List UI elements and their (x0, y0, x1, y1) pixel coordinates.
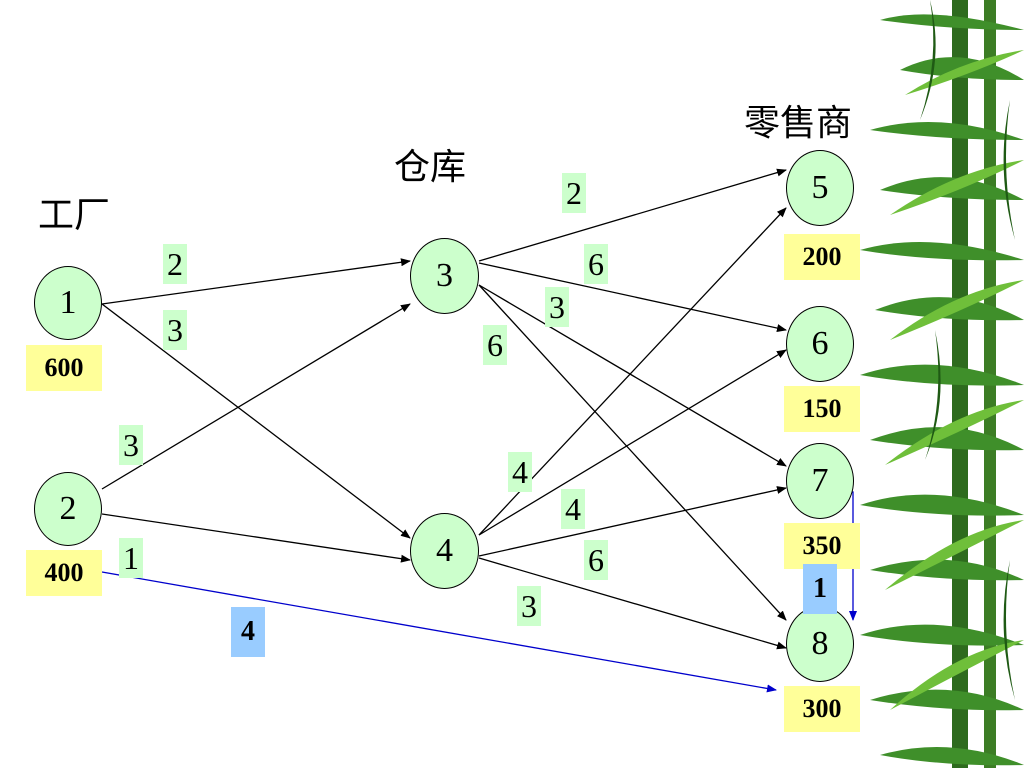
retailer-label: 零售商 (744, 103, 853, 144)
edge-3-6 (478, 262, 787, 332)
cost-2-4: 1 (119, 538, 143, 578)
edges (101, 168, 787, 650)
cost-3-7: 3 (545, 287, 569, 327)
amount-node-6: 150 (784, 386, 860, 432)
amount-node-8: 300 (784, 686, 860, 732)
edge-3-5 (478, 168, 787, 262)
node-1: 1 (34, 266, 102, 340)
cost-2-3: 3 (119, 425, 143, 465)
node-3: 3 (410, 238, 479, 314)
cost-4-5: 4 (508, 452, 532, 492)
node-4: 4 (410, 513, 479, 589)
cost-4-7: 6 (584, 540, 608, 580)
cost-1-3: 2 (163, 244, 187, 284)
edge-2-3 (101, 303, 411, 490)
cost-2-8: 4 (231, 607, 265, 657)
warehouse-label: 仓库 (394, 147, 467, 188)
factory-label: 工厂 (38, 195, 111, 236)
amount-node-1: 600 (26, 345, 102, 391)
edge-4-6 (478, 349, 787, 536)
edge-3-7 (478, 284, 787, 467)
cost-4-6: 4 (561, 489, 585, 529)
special-edges (101, 491, 857, 693)
node-2: 2 (34, 472, 102, 546)
node-8: 8 (786, 606, 854, 682)
edge-1-3 (101, 258, 411, 305)
edge-4-7 (478, 486, 787, 557)
amount-node-7: 350 (784, 523, 860, 569)
edge-1-4 (101, 303, 411, 539)
cost-1-4: 3 (163, 310, 187, 350)
cost-3-5: 2 (562, 173, 586, 213)
amount-node-5: 200 (784, 234, 860, 280)
cost-3-8: 6 (483, 325, 507, 365)
cost-3-6: 6 (584, 244, 608, 284)
amount-node-2: 400 (26, 550, 102, 596)
edge-3-8 (478, 284, 787, 621)
node-7: 7 (786, 443, 854, 519)
node-6: 6 (786, 306, 854, 382)
edge-2-8 (101, 571, 777, 693)
cost-4-8: 3 (517, 586, 541, 626)
edge-4-8 (478, 557, 787, 650)
cost-7-8: 1 (803, 564, 837, 614)
edge-2-4 (101, 513, 411, 563)
node-5: 5 (786, 150, 854, 226)
bamboo-decoration (860, 0, 1024, 768)
